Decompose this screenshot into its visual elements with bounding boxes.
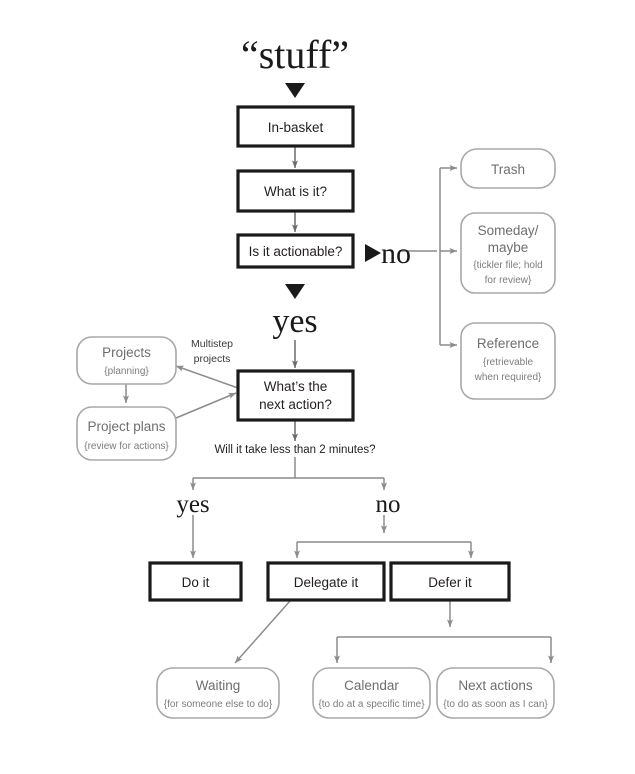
node-waiting-sub: {for someone else to do} [164, 699, 273, 710]
chevron-down-icon-yes [285, 284, 305, 299]
node-someday-maybe-sub-line1: {tickler file; hold [473, 260, 542, 271]
node-someday-maybe-label-line1: Someday/ [478, 223, 539, 238]
node-waiting-label: Waiting [196, 678, 241, 693]
connector-delegate-to-waiting [234, 600, 291, 664]
page-title: “stuff” [241, 32, 349, 77]
node-projects-label: Projects [102, 345, 151, 360]
connector-plans-to-nextaction [175, 392, 237, 419]
node-next-action-label-line1: What’s the [264, 379, 328, 394]
node-what-is-it-label: What is it? [264, 184, 327, 199]
node-defer-it[interactable] [389, 561, 511, 602]
node-calendar[interactable] [312, 667, 431, 719]
node-defer-it-label: Defer it [428, 575, 472, 590]
node-someday-maybe[interactable] [460, 212, 556, 294]
branch-label-yes-small: yes [176, 491, 209, 518]
connector-nextaction-to-projects [175, 365, 239, 389]
node-next-action-label-line2: next action? [259, 397, 332, 412]
node-what-is-it[interactable] [236, 169, 355, 213]
question-two-minutes: Will it take less than 2 minutes? [214, 444, 375, 456]
node-delegate-it[interactable] [266, 561, 386, 602]
node-in-basket[interactable] [236, 105, 355, 148]
branch-label-no-small: no [376, 491, 401, 518]
node-someday-maybe-label-line2: maybe [488, 240, 529, 255]
node-trash[interactable] [460, 148, 556, 189]
chevron-down-icon-title [285, 83, 305, 98]
branch-label-yes: yes [272, 303, 317, 340]
node-in-basket-label: In-basket [268, 120, 324, 135]
chevron-right-icon-no [365, 244, 381, 262]
node-do-it-label: Do it [182, 575, 210, 590]
branch-label-no: no [381, 237, 411, 270]
edge-label-multistep-line2: projects [194, 353, 231, 365]
node-delegate-it-label: Delegate it [294, 575, 359, 590]
node-reference-label: Reference [477, 336, 539, 351]
node-project-plans-sub: {review for actions} [84, 441, 169, 452]
node-reference-sub-line2: when required} [474, 372, 542, 383]
node-is-it-actionable[interactable] [236, 233, 355, 269]
node-next-actions[interactable] [436, 667, 555, 719]
node-next-actions-sub: {to do as soon as I can} [443, 699, 548, 710]
node-trash-label: Trash [491, 162, 525, 177]
node-project-plans-label: Project plans [87, 419, 165, 434]
node-reference-sub-line1: {retrievable [483, 357, 533, 368]
node-calendar-sub: {to do at a specific time} [318, 699, 425, 710]
node-reference[interactable] [460, 322, 556, 400]
node-waiting[interactable] [156, 667, 280, 719]
edge-label-multistep-line1: Multistep [191, 338, 233, 350]
node-someday-maybe-sub-line2: for review} [485, 275, 532, 286]
node-project-plans[interactable] [76, 406, 177, 461]
node-projects-sub: {planning} [104, 366, 149, 377]
node-is-it-actionable-label: Is it actionable? [249, 244, 343, 259]
node-projects[interactable] [76, 336, 177, 385]
node-do-it[interactable] [148, 561, 243, 602]
node-next-action[interactable] [236, 369, 355, 422]
node-calendar-label: Calendar [344, 678, 399, 693]
node-next-actions-label: Next actions [458, 678, 533, 693]
